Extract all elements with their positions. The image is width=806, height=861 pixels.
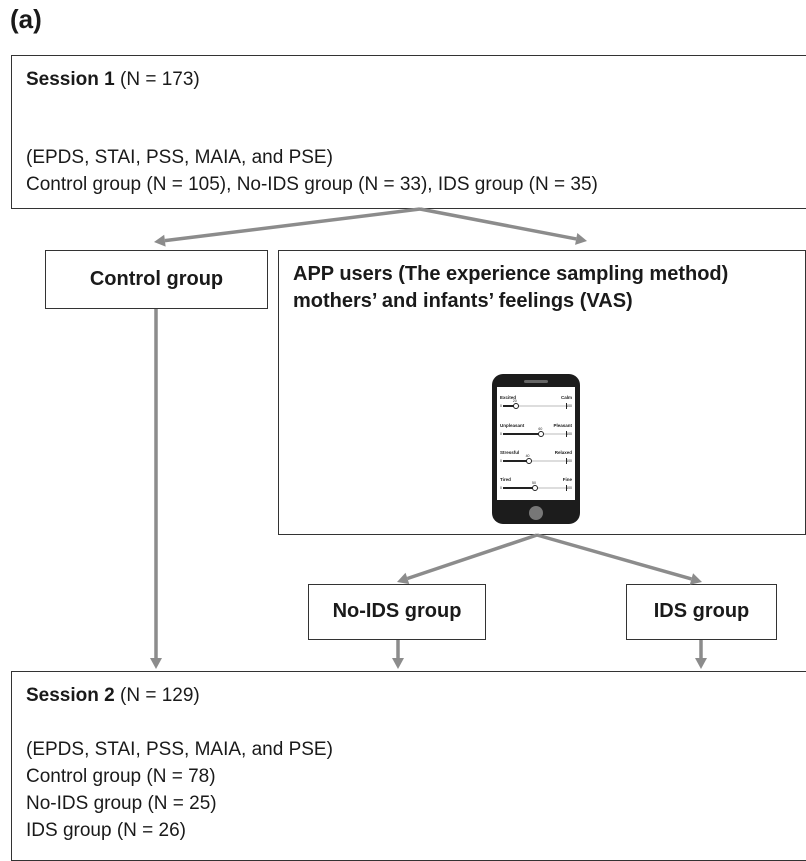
arrow-app-to-no-ids-line — [406, 533, 538, 581]
session2-measures: (EPDS, STAI, PSS, MAIA, and PSE) — [26, 739, 333, 760]
arrow-no-ids-to-session2-head — [392, 658, 404, 669]
panel-label: (a) — [10, 4, 42, 34]
ids-group-label: IDS group — [653, 600, 750, 622]
vas-right-label: Fine — [562, 477, 572, 482]
arrow-app-to-ids-line — [536, 533, 692, 581]
vas-thumb[interactable] — [525, 457, 532, 464]
vas-min: 0 — [500, 432, 502, 436]
vas-thumb[interactable] — [532, 484, 538, 491]
vas-min: 0 — [500, 486, 502, 490]
vas-max: 100 — [566, 404, 572, 408]
control-group-label: Control group — [89, 268, 224, 290]
vas-slider[interactable]: Excited Calm 20 0 100 — [500, 395, 572, 417]
vas-slider[interactable]: Unpleasant Pleasant 60 0 100 — [500, 423, 572, 445]
ids-group-box: IDS group — [626, 584, 777, 640]
vas-max: 100 — [566, 459, 572, 463]
vas-left-label: Stressful — [500, 450, 520, 455]
app-users-line1: APP users (The experience sampling metho… — [293, 263, 729, 285]
vas-end-tick — [566, 485, 567, 491]
session2-title: Session 2 — [26, 685, 115, 706]
vas-left-label: Unpleasant — [500, 423, 525, 428]
vas-fill — [503, 460, 529, 462]
vas-fill — [503, 433, 542, 435]
arrow-session1-to-app-line — [419, 207, 577, 241]
vas-track: 50 — [503, 481, 567, 491]
session1-groups: Control group (N = 105), No-IDS group (N… — [26, 174, 598, 195]
arrow-app-to-ids-head — [689, 573, 702, 585]
session1-title: Session 1 — [26, 69, 115, 90]
vas-max: 100 — [566, 432, 572, 436]
home-button-icon — [529, 506, 543, 520]
vas-value: 60 — [538, 427, 543, 431]
vas-max: 100 — [566, 486, 572, 490]
vas-slider[interactable]: Stressful Relaxed 40 0 100 — [500, 450, 572, 472]
arrow-ids-to-session2-head — [695, 658, 707, 669]
no-ids-group-box: No-IDS group — [308, 584, 486, 640]
vas-value: 20 — [512, 399, 517, 403]
vas-fill — [503, 487, 535, 489]
app-users-line2: mothers’ and infants’ feelings (VAS) — [293, 290, 633, 312]
speaker-icon — [524, 380, 548, 383]
vas-left-label: Tired — [500, 477, 511, 482]
session1-measures: (EPDS, STAI, PSS, MAIA, and PSE) — [26, 147, 333, 168]
session1-box: Session 1 (N = 173) (EPDS, STAI, PSS, MA… — [11, 55, 806, 209]
session1-header: Session 1 (N = 173) — [26, 68, 200, 92]
vas-right-label: Relaxed — [554, 450, 572, 455]
vas-left-label: Excited — [500, 395, 517, 400]
session2-control: Control group (N = 78) — [26, 766, 216, 787]
vas-track: 60 — [503, 427, 567, 437]
arrow-session1-to-control-head — [154, 234, 166, 247]
vas-value: 40 — [525, 454, 530, 458]
session2-no-ids: No-IDS group (N = 25) — [26, 793, 217, 814]
session2-header: Session 2 (N = 129) — [26, 684, 200, 708]
vas-min: 0 — [500, 404, 502, 408]
vas-track: 40 — [503, 454, 567, 464]
arrow-session1-to-control-line — [164, 207, 421, 243]
vas-right-label: Calm — [560, 395, 572, 400]
session2-ids: IDS group (N = 26) — [26, 820, 186, 841]
vas-thumb[interactable] — [512, 402, 519, 409]
arrow-control-to-session2-head — [150, 658, 162, 669]
vas-slider[interactable]: Tired Fine 50 0 100 — [500, 477, 572, 499]
vas-end-tick — [566, 431, 567, 437]
vas-value: 50 — [532, 481, 536, 485]
arrow-session1-to-app-head — [575, 233, 587, 245]
vas-track: 20 — [503, 399, 567, 409]
vas-end-tick — [566, 403, 567, 409]
vas-min: 0 — [500, 459, 502, 463]
control-group-box: Control group — [45, 250, 268, 309]
arrow-app-to-no-ids-head — [397, 572, 410, 585]
session2-box: Session 2 (N = 129) (EPDS, STAI, PSS, MA… — [11, 671, 806, 861]
vas-fill — [503, 405, 516, 407]
vas-right-label: Pleasant — [553, 423, 572, 428]
vas-end-tick — [566, 458, 567, 464]
vas-thumb[interactable] — [538, 430, 545, 437]
no-ids-group-label: No-IDS group — [332, 600, 462, 622]
session2-n: (N = 129) — [120, 685, 200, 706]
session1-n: (N = 173) — [120, 69, 200, 90]
